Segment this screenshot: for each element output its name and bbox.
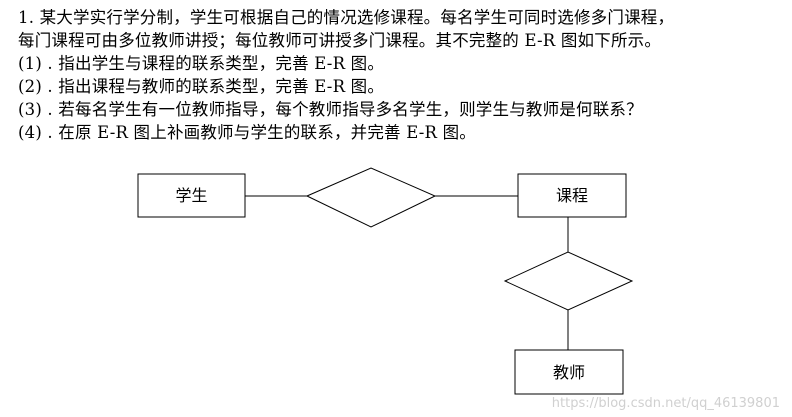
entity-course-label: 课程 — [556, 186, 588, 205]
question-line-1: 1. 某大学实行学分制，学生可根据自己的情况选修课程。每名学生可同时选修多门课程… — [18, 8, 675, 27]
watermark: https://blog.csdn.net/qq_46139801 — [551, 396, 780, 411]
sub-question-3: (3) . 若每名学生有一位教师指导，每个教师指导多名学生，则学生与教师是何联系… — [18, 100, 643, 119]
relationship-diamond-course-teacher — [503, 251, 634, 311]
question-line-2: 每门课程可由多位教师讲授；每位教师可讲授多门课程。其不完整的 E-R 图如下所示… — [18, 31, 662, 50]
entity-student-label: 学生 — [175, 186, 207, 205]
entity-course-box — [517, 173, 627, 218]
question-text: 1. 某大学实行学分制，学生可根据自己的情况选修课程。每名学生可同时选修多门课程… — [18, 6, 788, 144]
entity-teacher-box — [514, 349, 624, 395]
entity-student-box — [137, 173, 246, 218]
sub-question-1: (1) . 指出学生与课程的联系类型，完善 E-R 图。 — [18, 54, 385, 73]
entity-teacher-label: 教师 — [553, 363, 585, 382]
relationship-diamond-student-course — [305, 167, 437, 228]
sub-question-4: (4) . 在原 E-R 图上补画教师与学生的联系，并完善 E-R 图。 — [18, 123, 476, 142]
sub-question-2: (2) . 指出课程与教师的联系类型，完善 E-R 图。 — [18, 77, 385, 96]
